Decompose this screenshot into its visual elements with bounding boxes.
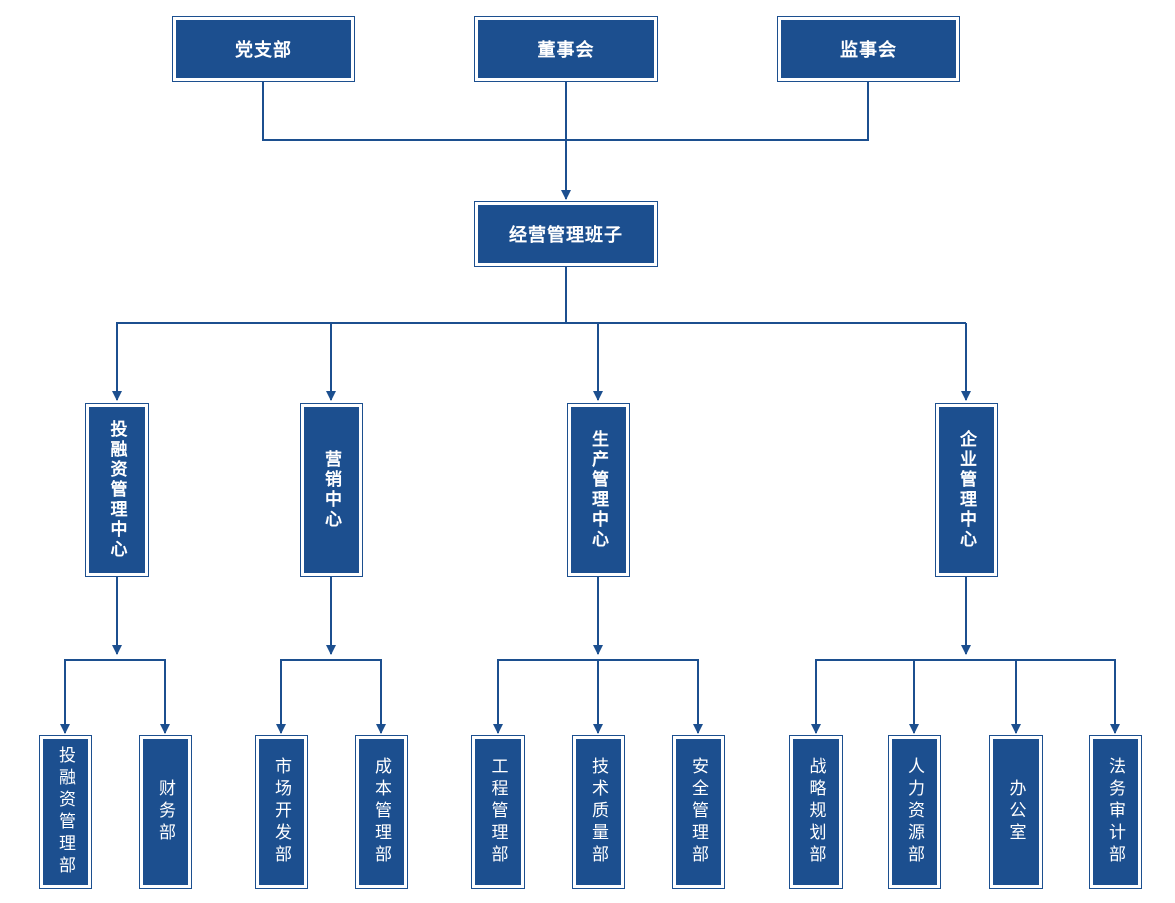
dept-label: 投融资管理部 (43, 739, 88, 885)
management-team-box: 经营管理班子 (474, 201, 658, 267)
marketing-center-label: 营销中心 (304, 407, 359, 573)
dept-label: 人力资源部 (892, 739, 937, 885)
dept-label: 成本管理部 (359, 739, 404, 885)
enterprise-center-label: 企业管理中心 (939, 407, 994, 573)
dept-market-development: 市场开发部 (255, 735, 308, 889)
dept-office: 办公室 (989, 735, 1043, 889)
dept-finance: 财务部 (139, 735, 192, 889)
dept-label: 安全管理部 (676, 739, 721, 885)
supervisory-board-label: 监事会 (781, 20, 956, 78)
dept-engineering-management: 工程管理部 (471, 735, 525, 889)
dept-label: 战略规划部 (793, 739, 839, 885)
dept-legal-audit: 法务审计部 (1089, 735, 1142, 889)
supervisory-board-box: 监事会 (777, 16, 960, 82)
dept-investment-management: 投融资管理部 (39, 735, 92, 889)
dept-strategic-planning: 战略规划部 (789, 735, 843, 889)
dept-label: 工程管理部 (475, 739, 521, 885)
dept-human-resources: 人力资源部 (888, 735, 941, 889)
marketing-center-box: 营销中心 (300, 403, 363, 577)
dept-label: 技术质量部 (576, 739, 621, 885)
dept-safety-management: 安全管理部 (672, 735, 725, 889)
management-team-label: 经营管理班子 (478, 205, 654, 263)
dept-label: 市场开发部 (259, 739, 304, 885)
investment-center-box: 投融资管理中心 (85, 403, 149, 577)
board-box: 董事会 (474, 16, 658, 82)
production-center-label: 生产管理中心 (571, 407, 626, 573)
investment-center-label: 投融资管理中心 (89, 407, 145, 573)
dept-label: 财务部 (143, 739, 188, 885)
dept-label: 法务审计部 (1093, 739, 1138, 885)
dept-label: 办公室 (993, 739, 1039, 885)
dept-cost-management: 成本管理部 (355, 735, 408, 889)
production-center-box: 生产管理中心 (567, 403, 630, 577)
enterprise-center-box: 企业管理中心 (935, 403, 998, 577)
party-branch-label: 党支部 (176, 20, 351, 78)
party-branch-box: 党支部 (172, 16, 355, 82)
board-label: 董事会 (478, 20, 654, 78)
dept-technical-quality: 技术质量部 (572, 735, 625, 889)
